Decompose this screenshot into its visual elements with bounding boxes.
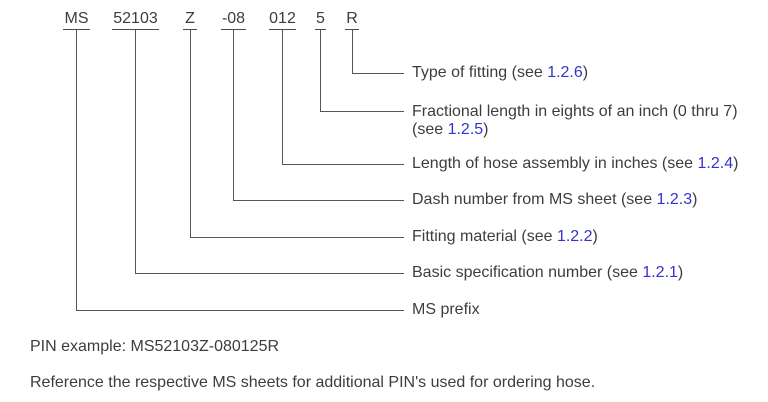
label-text: ) bbox=[733, 155, 739, 172]
pin-segment-52103: 52103 bbox=[112, 9, 159, 30]
label-ms-prefix: MS prefix bbox=[412, 301, 757, 319]
ref-link-1-2-2[interactable]: 1.2.2 bbox=[556, 228, 593, 245]
label-fitting-material: Fitting material (see 1.2.2) bbox=[412, 228, 757, 246]
label-text: Fractional length in eights of an inch (… bbox=[412, 103, 738, 138]
pin-segment-dash08: -08 bbox=[221, 9, 246, 30]
ref-link-1-2-1[interactable]: 1.2.1 bbox=[642, 264, 678, 281]
label-text: Fitting material (see bbox=[412, 228, 557, 245]
leader-line-012 bbox=[282, 30, 404, 165]
pin-segment-012: 012 bbox=[269, 9, 296, 30]
label-text: Type of fitting (see bbox=[412, 64, 548, 81]
label-text: Length of hose assembly in inches (see bbox=[412, 155, 698, 172]
label-text: ) bbox=[582, 64, 589, 81]
pin-segment-5: 5 bbox=[315, 9, 326, 30]
label-text: ) bbox=[677, 264, 684, 281]
leader-line-dash08 bbox=[233, 30, 404, 201]
label-hose-assembly-length: Length of hose assembly in inches (see 1… bbox=[412, 155, 757, 173]
leader-line-r bbox=[352, 30, 404, 74]
leader-line-ms bbox=[76, 30, 404, 311]
pin-segment-ms: MS bbox=[63, 9, 90, 30]
label-text: ) bbox=[483, 121, 489, 138]
label-basic-spec-number: Basic specification number (see 1.2.1) bbox=[412, 264, 757, 282]
pin-segment-z: Z bbox=[183, 9, 197, 30]
pin-segment-r: R bbox=[345, 9, 359, 30]
label-dash-number: Dash number from MS sheet (see 1.2.3) bbox=[412, 191, 757, 209]
reference-note-text: Reference the respective MS sheets for a… bbox=[30, 374, 596, 391]
label-text: Basic specification number (see bbox=[412, 264, 643, 281]
leader-line-5 bbox=[320, 30, 404, 112]
ref-link-1-2-6[interactable]: 1.2.6 bbox=[547, 64, 583, 81]
label-text: ) bbox=[592, 228, 598, 245]
leader-line-z bbox=[190, 30, 404, 238]
pin-example-text: PIN example: MS52103Z-080125R bbox=[30, 338, 280, 355]
label-text: MS prefix bbox=[412, 301, 480, 318]
ref-link-1-2-4[interactable]: 1.2.4 bbox=[697, 155, 734, 172]
ref-link-1-2-3[interactable]: 1.2.3 bbox=[656, 191, 693, 208]
label-type-of-fitting: Type of fitting (see 1.2.6) bbox=[412, 64, 757, 82]
label-text: ) bbox=[692, 191, 698, 208]
leader-line-52103 bbox=[135, 30, 404, 274]
ref-link-1-2-5[interactable]: 1.2.5 bbox=[447, 121, 484, 138]
label-fractional-length: Fractional length in eights of an inch (… bbox=[412, 103, 757, 139]
label-text: Dash number from MS sheet (see bbox=[412, 191, 657, 208]
